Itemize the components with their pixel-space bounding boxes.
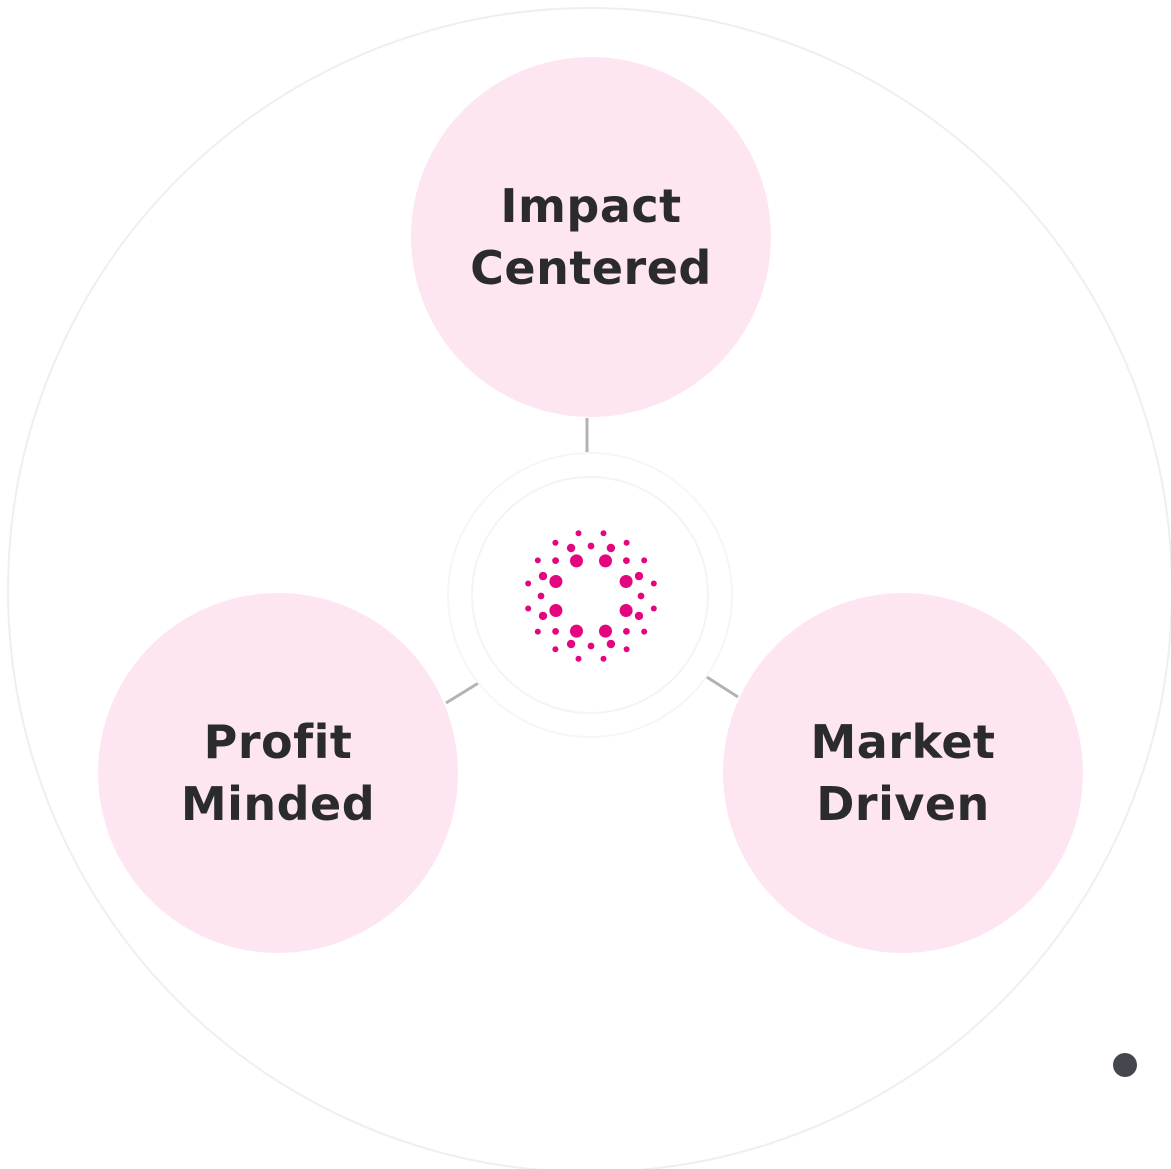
logo-dot [641,628,648,635]
logo-dot [606,639,616,649]
logo-dot [549,604,563,617]
logo-dot [619,575,633,588]
node-left-line-2: Minded [180,777,376,831]
logo-dot [552,628,559,635]
node-top-circle [411,57,771,417]
logo-dot [549,575,563,588]
logo-dot [552,539,559,546]
logo-dot [587,542,595,550]
node-right-line-1: Market [810,715,996,769]
logo-dot [537,592,545,600]
logo-dot [623,539,630,546]
logo-dot [634,571,644,581]
node-left-circle [98,593,458,953]
node-market-driven: Market Driven [723,593,1083,953]
logo-dot [570,624,583,638]
logo-dot [566,639,576,649]
logo-dot [619,604,633,617]
logo-dot [599,554,612,568]
node-top-line-1: Impact [500,179,682,233]
logo-dot [587,642,595,650]
logo-dot [634,611,644,621]
logo-dot [606,543,616,553]
logo-dot [552,557,559,564]
outer-ring [7,7,1171,1169]
logo-dot [525,605,532,612]
logo-dot [650,580,657,587]
logo-dot [575,530,582,537]
logo-dot [650,605,657,612]
logo-dot [600,530,607,537]
node-profit-minded: Profit Minded [98,593,458,953]
center-ring-inner [471,476,709,714]
node-impact-centered: Impact Centered [411,57,771,417]
logo-dot [623,646,630,653]
logo-dot [623,557,630,564]
logo-dot [623,628,630,635]
radial-dots-logo-icon [525,530,657,662]
logo-dot [538,611,548,621]
logo-dot [641,557,648,564]
node-left-line-1: Profit [203,715,353,769]
node-right-circle [723,593,1083,953]
logo-dot [637,592,645,600]
node-right-line-2: Driven [816,777,990,831]
logo-dot [525,580,532,587]
logo-dot [534,557,541,564]
logo-dot [552,646,559,653]
logo-dot [575,655,582,662]
logo-dot [600,655,607,662]
logo-dot [566,543,576,553]
node-top-line-2: Centered [470,241,712,295]
logo-dot [538,571,548,581]
logo-dot [599,624,612,638]
logo-dot [534,628,541,635]
scroll-indicator-dot[interactable] [1113,1053,1137,1077]
logo-dot [570,554,583,568]
